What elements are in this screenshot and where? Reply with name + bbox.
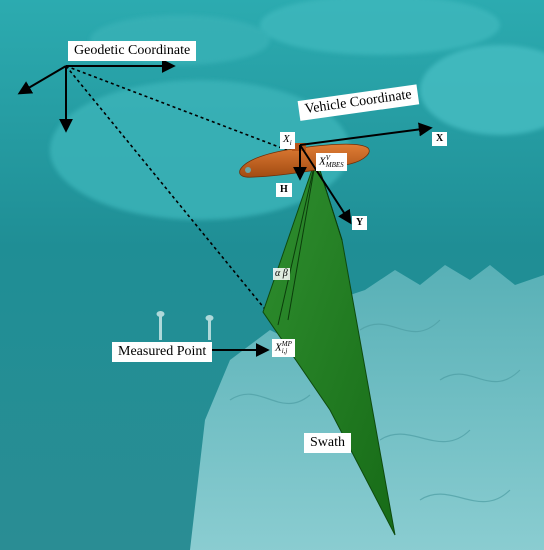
measured-point-label: Measured Point: [112, 342, 213, 362]
vehicle-axis-y: [299, 144, 352, 225]
swath-label: Swath: [304, 433, 351, 453]
beam-angle-symbols: α β: [273, 268, 290, 280]
seafloor-vents: [156, 311, 214, 340]
vehicle-axes: [293, 122, 433, 225]
axis-y-label: Y: [352, 216, 368, 230]
geodetic-axes: [17, 59, 176, 133]
axis-x-label: X: [432, 132, 448, 146]
vehicle-position-symbol: Xi: [280, 132, 295, 150]
vehicle-hull: [239, 143, 370, 178]
terrain-ridges: [229, 319, 521, 503]
vehicle-hatch: [245, 167, 251, 173]
geodetic-axis-north: [17, 65, 67, 95]
seafloor-hills: [50, 0, 544, 220]
vector-to-measured-point: [65, 65, 279, 326]
position-vectors: [65, 65, 288, 326]
vehicle-axis-x: [299, 122, 433, 146]
geodetic-coordinate-label: Geodetic Coordinate: [68, 41, 197, 61]
beam-lines: [277, 157, 343, 326]
axis-h-label: H: [276, 183, 292, 197]
